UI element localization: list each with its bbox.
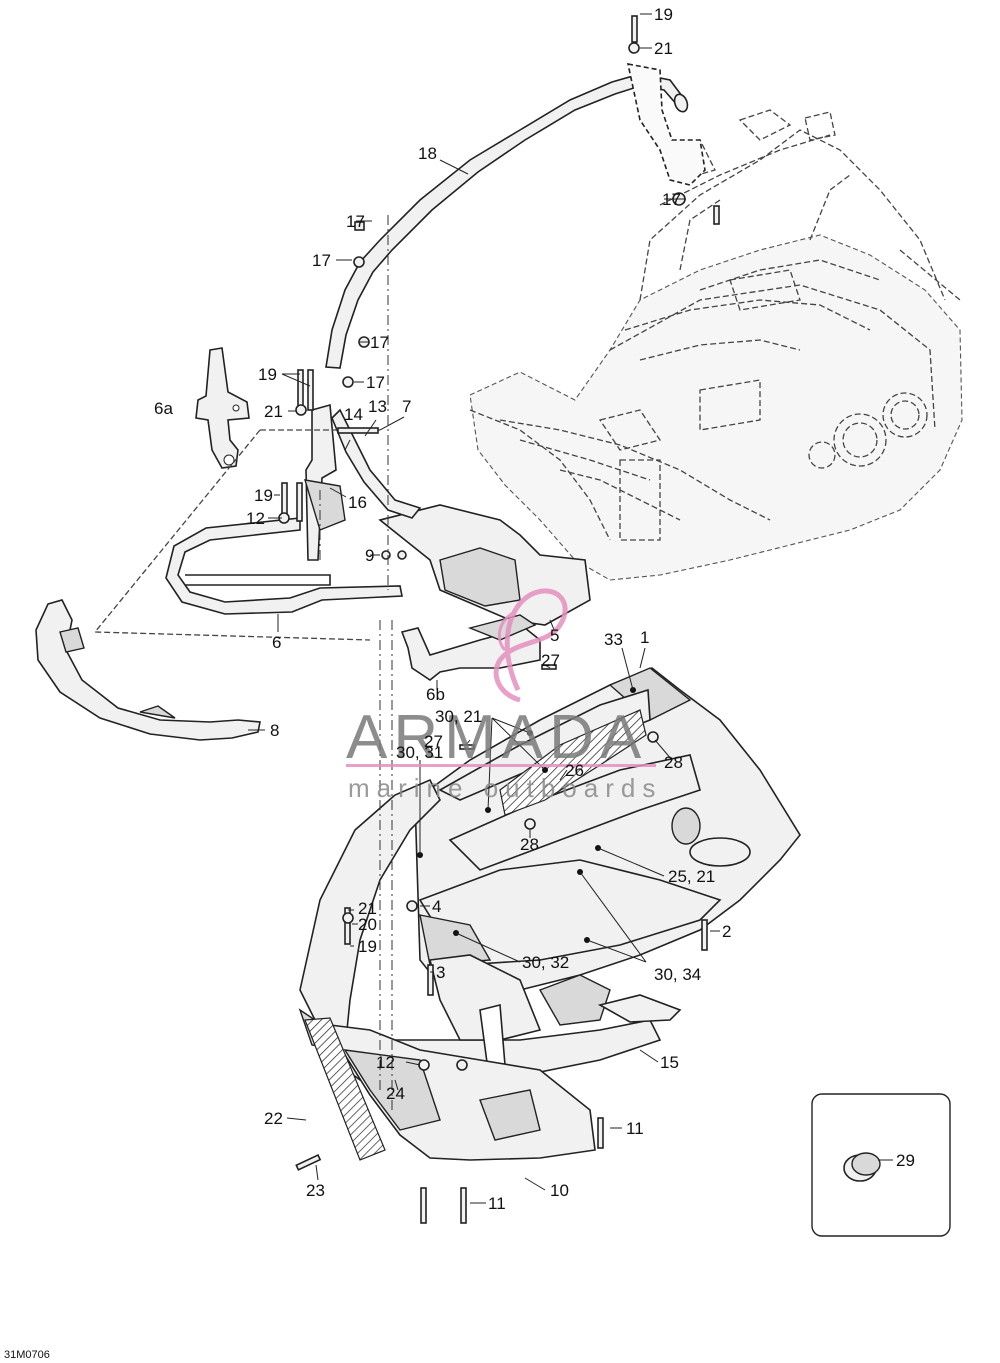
watermark-brand: ARMADA: [346, 703, 647, 772]
part-6a-bracket: [195, 347, 250, 469]
callout-17: 17: [662, 190, 681, 209]
callout-2: 2: [722, 922, 731, 941]
callout-27: 27: [424, 732, 443, 751]
leader-lines: [248, 13, 720, 1204]
callout-21: 21: [358, 899, 377, 918]
callout-19: 19: [254, 486, 273, 505]
part-18-handlebar: [325, 62, 706, 369]
callout-19: 19: [654, 5, 673, 24]
callout-5: 5: [550, 626, 559, 645]
callout-10: 10: [550, 1181, 569, 1200]
callout-28: 28: [664, 753, 683, 772]
callout-12: 12: [376, 1053, 395, 1072]
callout-17: 17: [346, 212, 365, 231]
callout-14: 14: [344, 405, 363, 424]
part-22-mesh-grille: [304, 1017, 386, 1161]
callout-11: 11: [488, 1194, 506, 1213]
callout-1: 1: [640, 628, 649, 647]
callout-17: 17: [370, 333, 389, 352]
brand-watermark: ARMADA marine outboards: [346, 588, 662, 803]
part-6-bumper-loop: [165, 517, 403, 615]
part-14-bracket: [304, 403, 346, 561]
callout-13: 13: [368, 397, 387, 416]
callout-30-31: 30, 31: [396, 743, 443, 762]
callout-17: 17: [312, 251, 331, 270]
callout-28: 28: [520, 835, 539, 854]
part-8-front-bumper: [35, 599, 261, 741]
callout-21: 21: [654, 39, 673, 58]
callout-25-21: 25, 21: [668, 867, 715, 886]
chassis-frame: [469, 109, 963, 581]
inset-part-29: [811, 1093, 951, 1237]
callout-6: 6: [272, 633, 281, 652]
callout-33: 33: [604, 630, 623, 649]
callout-6b: 6b: [426, 685, 445, 704]
callout-30-21: 30, 21: [435, 707, 482, 726]
callout-3: 3: [436, 963, 445, 982]
alignment-lines: [319, 215, 393, 1110]
callout-6a: 6a: [154, 399, 173, 418]
callout-22: 22: [264, 1109, 283, 1128]
diagram-code: 31M0706: [4, 1349, 50, 1361]
callout-8: 8: [270, 721, 279, 740]
callout-labels: 19 21 18 17 17 17 17 17 19 6a 21 14 13 7…: [154, 5, 915, 1213]
part-1-body: [298, 667, 801, 1086]
callout-20: 20: [358, 915, 377, 934]
callout-9: 9: [365, 546, 374, 565]
callout-12: 12: [246, 509, 265, 528]
callout-7: 7: [402, 397, 411, 416]
callout-18: 18: [418, 144, 437, 163]
part-5-bracket: [331, 408, 591, 626]
callout-11: 11: [626, 1119, 644, 1138]
callout-16: 16: [348, 493, 367, 512]
leader-dots: [417, 687, 636, 943]
watermark-tagline: marine outboards: [348, 773, 662, 803]
part-26-mesh: [499, 709, 647, 816]
callout-30-32: 30, 32: [522, 953, 569, 972]
callout-15: 15: [660, 1053, 679, 1072]
callout-4: 4: [432, 897, 441, 916]
callout-21: 21: [264, 402, 283, 421]
callout-23: 23: [306, 1181, 325, 1200]
callout-17: 17: [366, 373, 385, 392]
callout-26: 26: [565, 761, 584, 780]
fasteners: [278, 15, 720, 1224]
callout-27: 27: [541, 651, 560, 670]
callout-19: 19: [258, 365, 277, 384]
callout-30-34: 30, 34: [654, 965, 701, 984]
callout-29: 29: [896, 1151, 915, 1170]
callout-19: 19: [358, 937, 377, 956]
callout-24: 24: [386, 1084, 405, 1103]
